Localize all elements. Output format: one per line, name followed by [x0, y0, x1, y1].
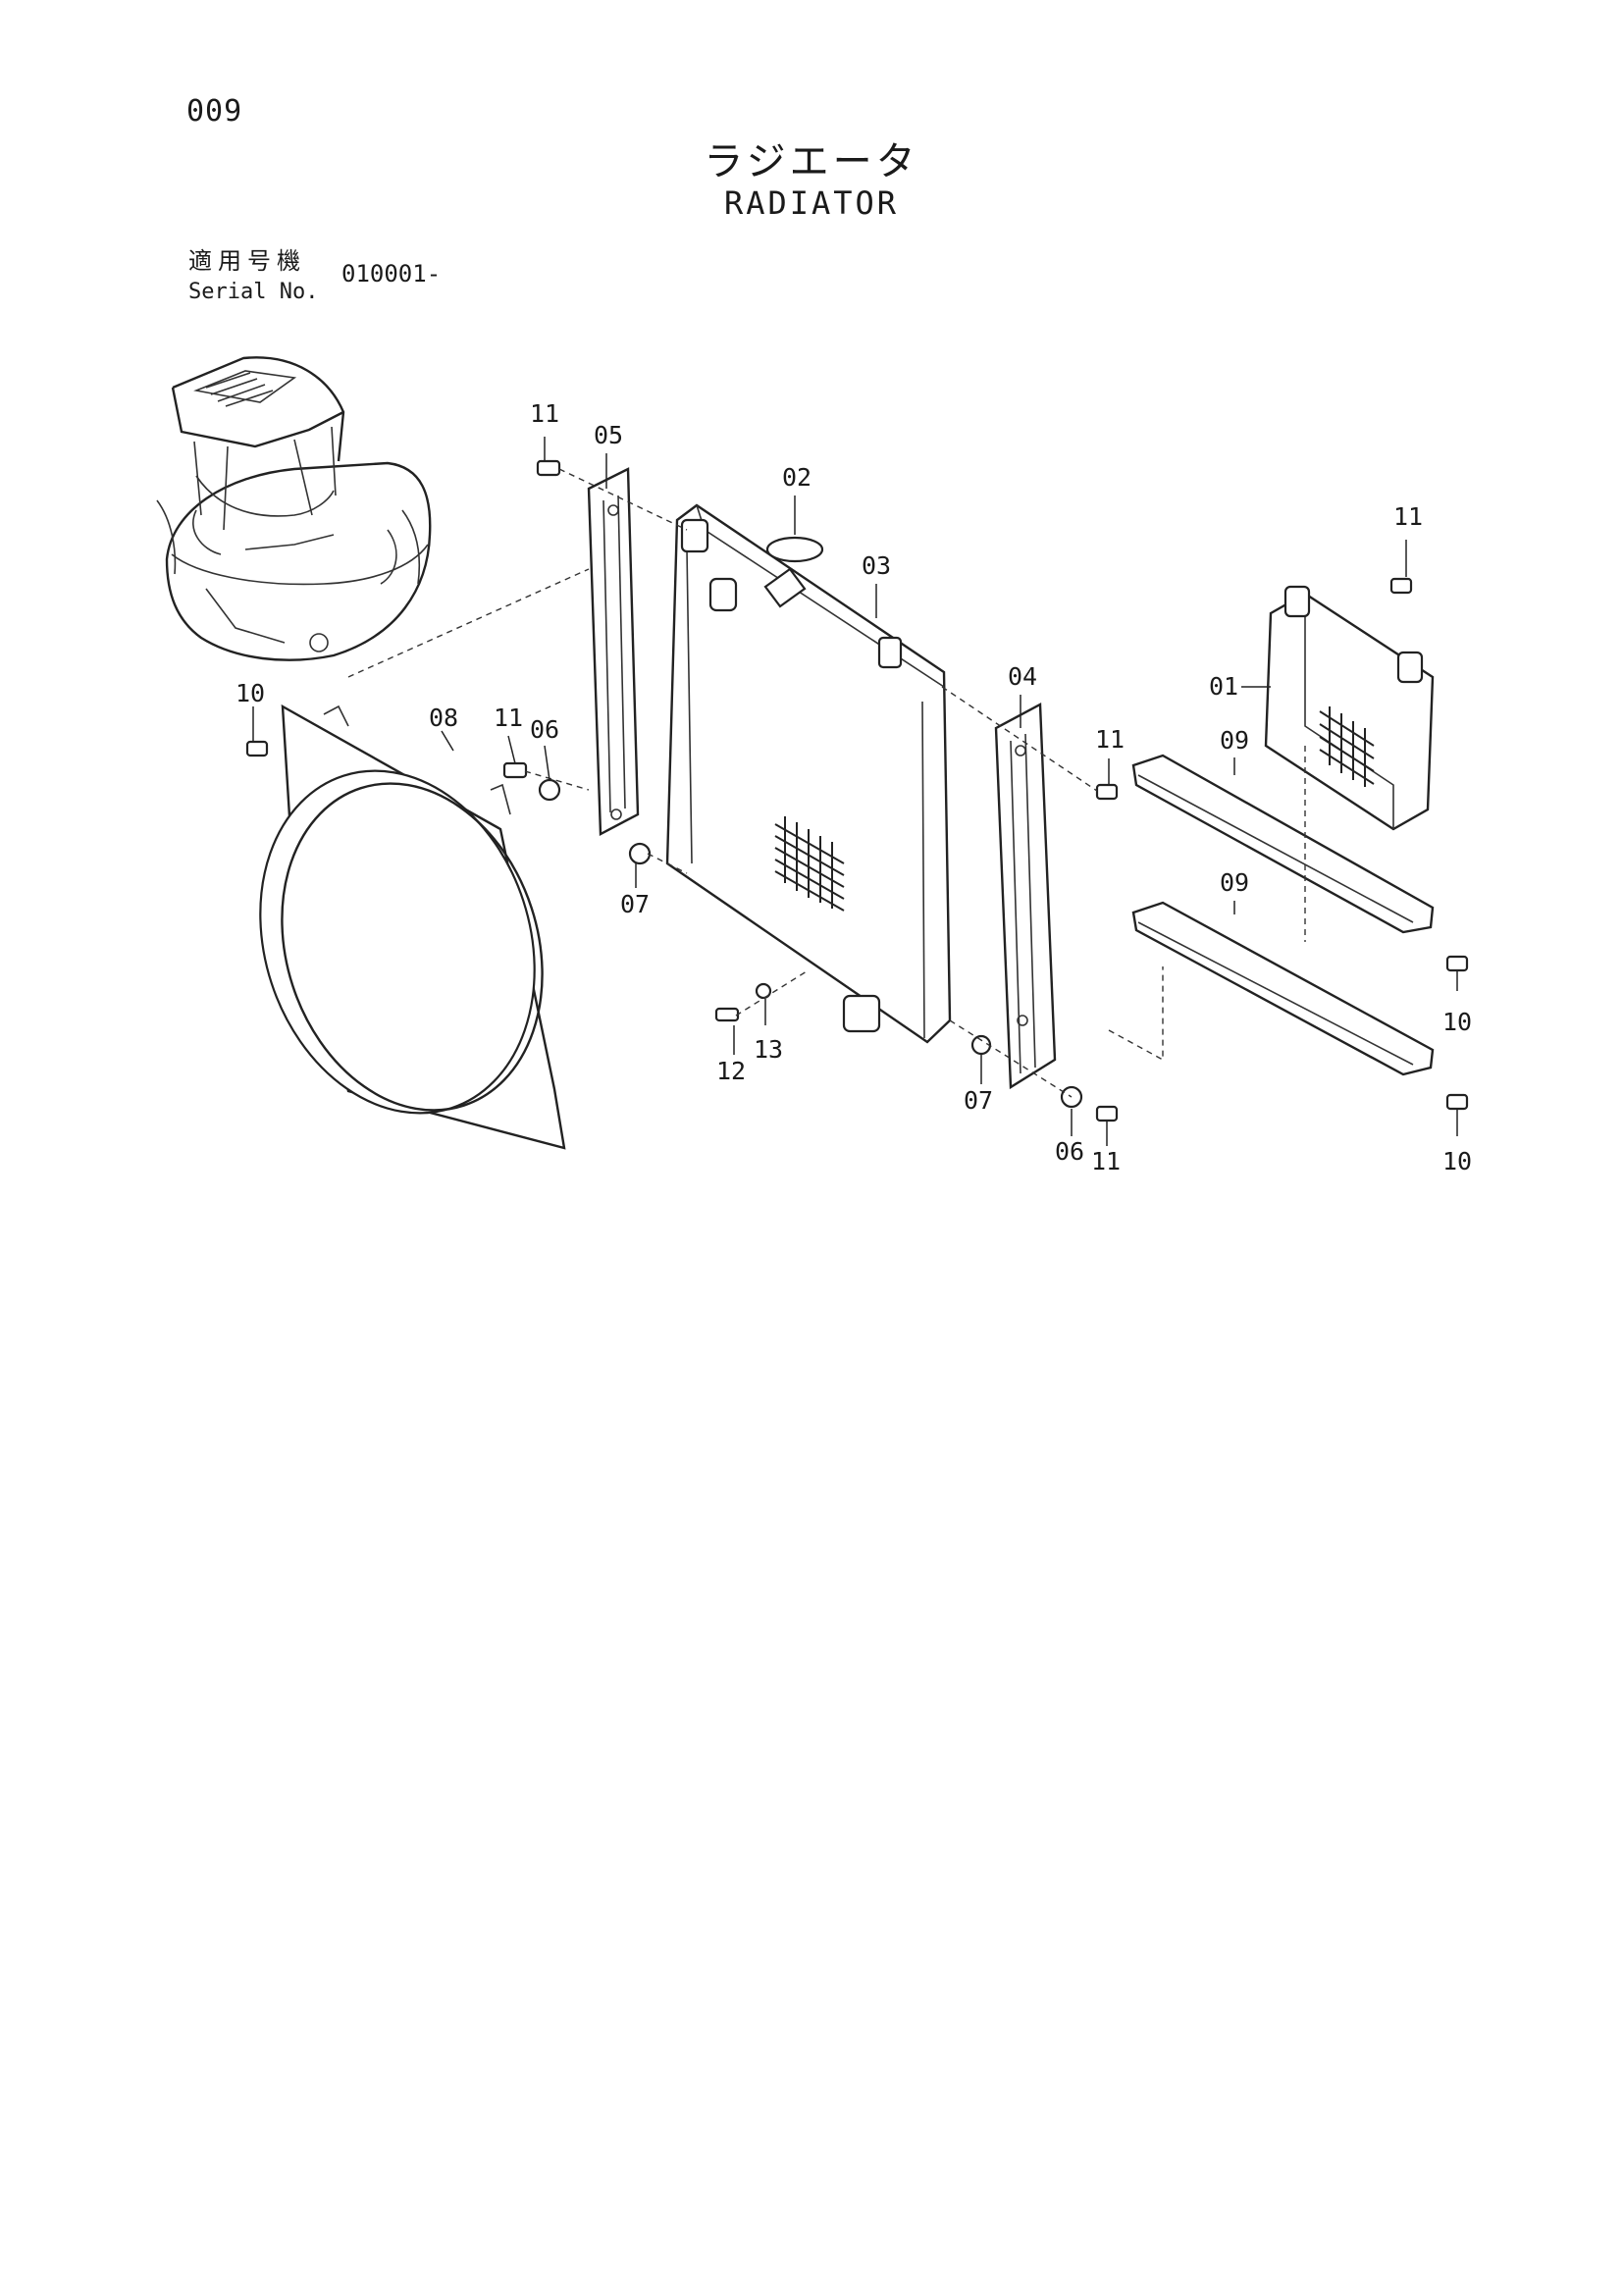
mounting-bracket-09-upper — [1131, 754, 1435, 934]
oil-cooler-01 — [1264, 585, 1435, 831]
radiator-core-03 — [665, 503, 952, 1044]
callout-03: 03 — [862, 551, 891, 580]
fasteners — [245, 459, 1469, 1122]
callout-07: 07 — [964, 1086, 993, 1115]
page-title: RADIATOR — [723, 184, 900, 222]
callout-11: 11 — [1091, 1147, 1121, 1175]
callout-13: 13 — [754, 1035, 783, 1064]
callout-11: 11 — [1393, 502, 1423, 531]
serial-label: Serial No. — [188, 280, 319, 304]
callout-06: 06 — [1055, 1137, 1084, 1166]
callout-11: 11 — [530, 399, 559, 428]
radiator-mesh — [774, 816, 845, 912]
callout-11: 11 — [1095, 725, 1125, 754]
callout-12: 12 — [716, 1057, 746, 1085]
oil-cooler-mesh — [1319, 706, 1375, 787]
callout-09: 09 — [1220, 868, 1249, 897]
callout-05: 05 — [594, 421, 623, 449]
callout-10: 10 — [236, 679, 265, 707]
callout-02: 02 — [782, 463, 812, 492]
callout-01: 01 — [1209, 672, 1238, 701]
callout-leaders — [252, 437, 1458, 1146]
mounting-bracket-09-lower — [1131, 901, 1435, 1076]
callout-08: 08 — [429, 704, 458, 732]
callout-09: 09 — [1220, 726, 1249, 755]
side-bracket-04 — [994, 703, 1057, 1090]
callout-07: 07 — [620, 890, 650, 918]
excavator-overview — [156, 356, 432, 661]
side-bracket-05 — [587, 467, 640, 836]
callout-06: 06 — [530, 715, 559, 744]
callout-labels: 11 05 02 03 11 01 04 11 09 10 08 11 06 0… — [236, 399, 1472, 1175]
callout-10: 10 — [1442, 1147, 1472, 1175]
callout-10: 10 — [1442, 1008, 1472, 1036]
callout-11: 11 — [494, 704, 523, 732]
serial-value: 010001- — [341, 260, 442, 287]
assembly-lines — [347, 468, 1306, 1098]
callout-04: 04 — [1008, 662, 1037, 691]
serial-label-japanese: 適用号機 — [188, 247, 306, 275]
fan-shroud-08 — [259, 704, 566, 1150]
page-number: 009 — [186, 94, 243, 129]
page-title-japanese: ラジエータ — [704, 139, 919, 184]
